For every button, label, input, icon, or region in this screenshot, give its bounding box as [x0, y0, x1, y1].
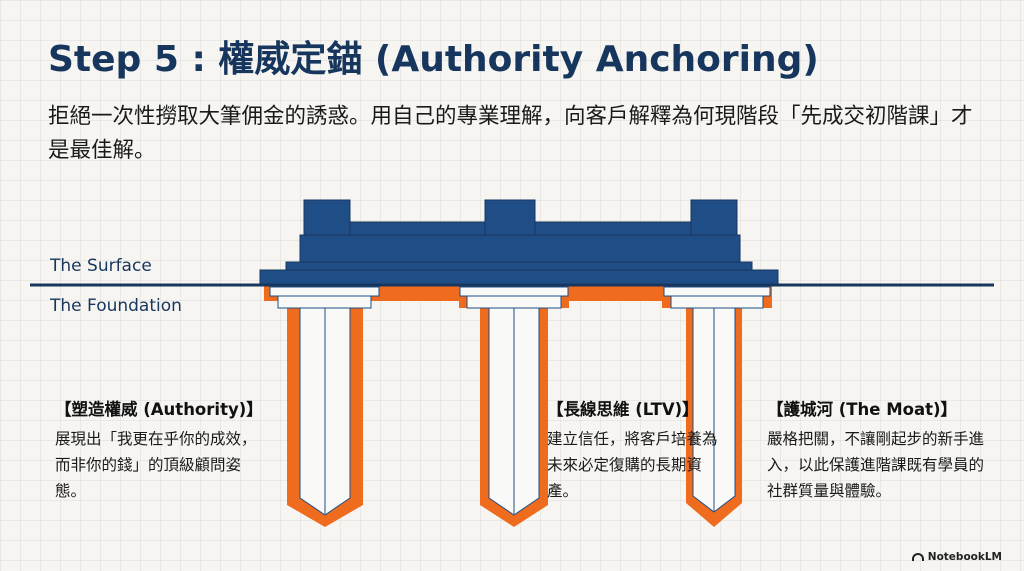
callout-ltv-body: 建立信任，將客戶培養為未來必定復購的長期資產。 — [547, 430, 718, 500]
callout-ltv: 【長線思維 (LTV)】 建立信任，將客戶培養為未來必定復購的長期資產。 — [547, 399, 722, 504]
page-title: Step 5 : 權威定錨 (Authority Anchoring) — [48, 39, 819, 80]
foundation-label: The Foundation — [50, 296, 182, 316]
page-subtitle: 拒絕一次性撈取大筆佣金的誘惑。用自己的專業理解，向客戶解釋為何現階段「先成交初階… — [48, 104, 973, 163]
foundation-pile-authority — [269, 286, 380, 516]
callout-authority-title: 【塑造權威 (Authority)】 — [55, 400, 263, 419]
surface-label: The Surface — [50, 256, 152, 276]
callout-moat-title: 【護城河 (The Moat)】 — [767, 400, 958, 419]
surface-structure — [259, 199, 779, 285]
notebooklm-watermark: NotebookLM — [911, 551, 1002, 563]
callout-authority-body: 展現出「我更在乎你的成效，而非你的錢」的頂級顧問姿態。 — [55, 430, 257, 500]
foundation-pile-moat — [663, 286, 771, 513]
callout-moat-body: 嚴格把關，不讓剛起步的新手進入，以此保護進階課既有學員的社群質量與體驗。 — [767, 430, 985, 500]
callout-moat: 【護城河 (The Moat)】 嚴格把關，不讓剛起步的新手進入，以此保護進階課… — [767, 399, 997, 504]
foundation-pile-ltv — [459, 286, 569, 516]
callout-ltv-title: 【長線思維 (LTV)】 — [547, 400, 699, 419]
watermark-text: NotebookLM — [927, 551, 1002, 563]
callout-authority: 【塑造權威 (Authority)】 展現出「我更在乎你的成效，而非你的錢」的頂… — [55, 399, 270, 504]
notebooklm-logo-icon — [911, 553, 924, 561]
